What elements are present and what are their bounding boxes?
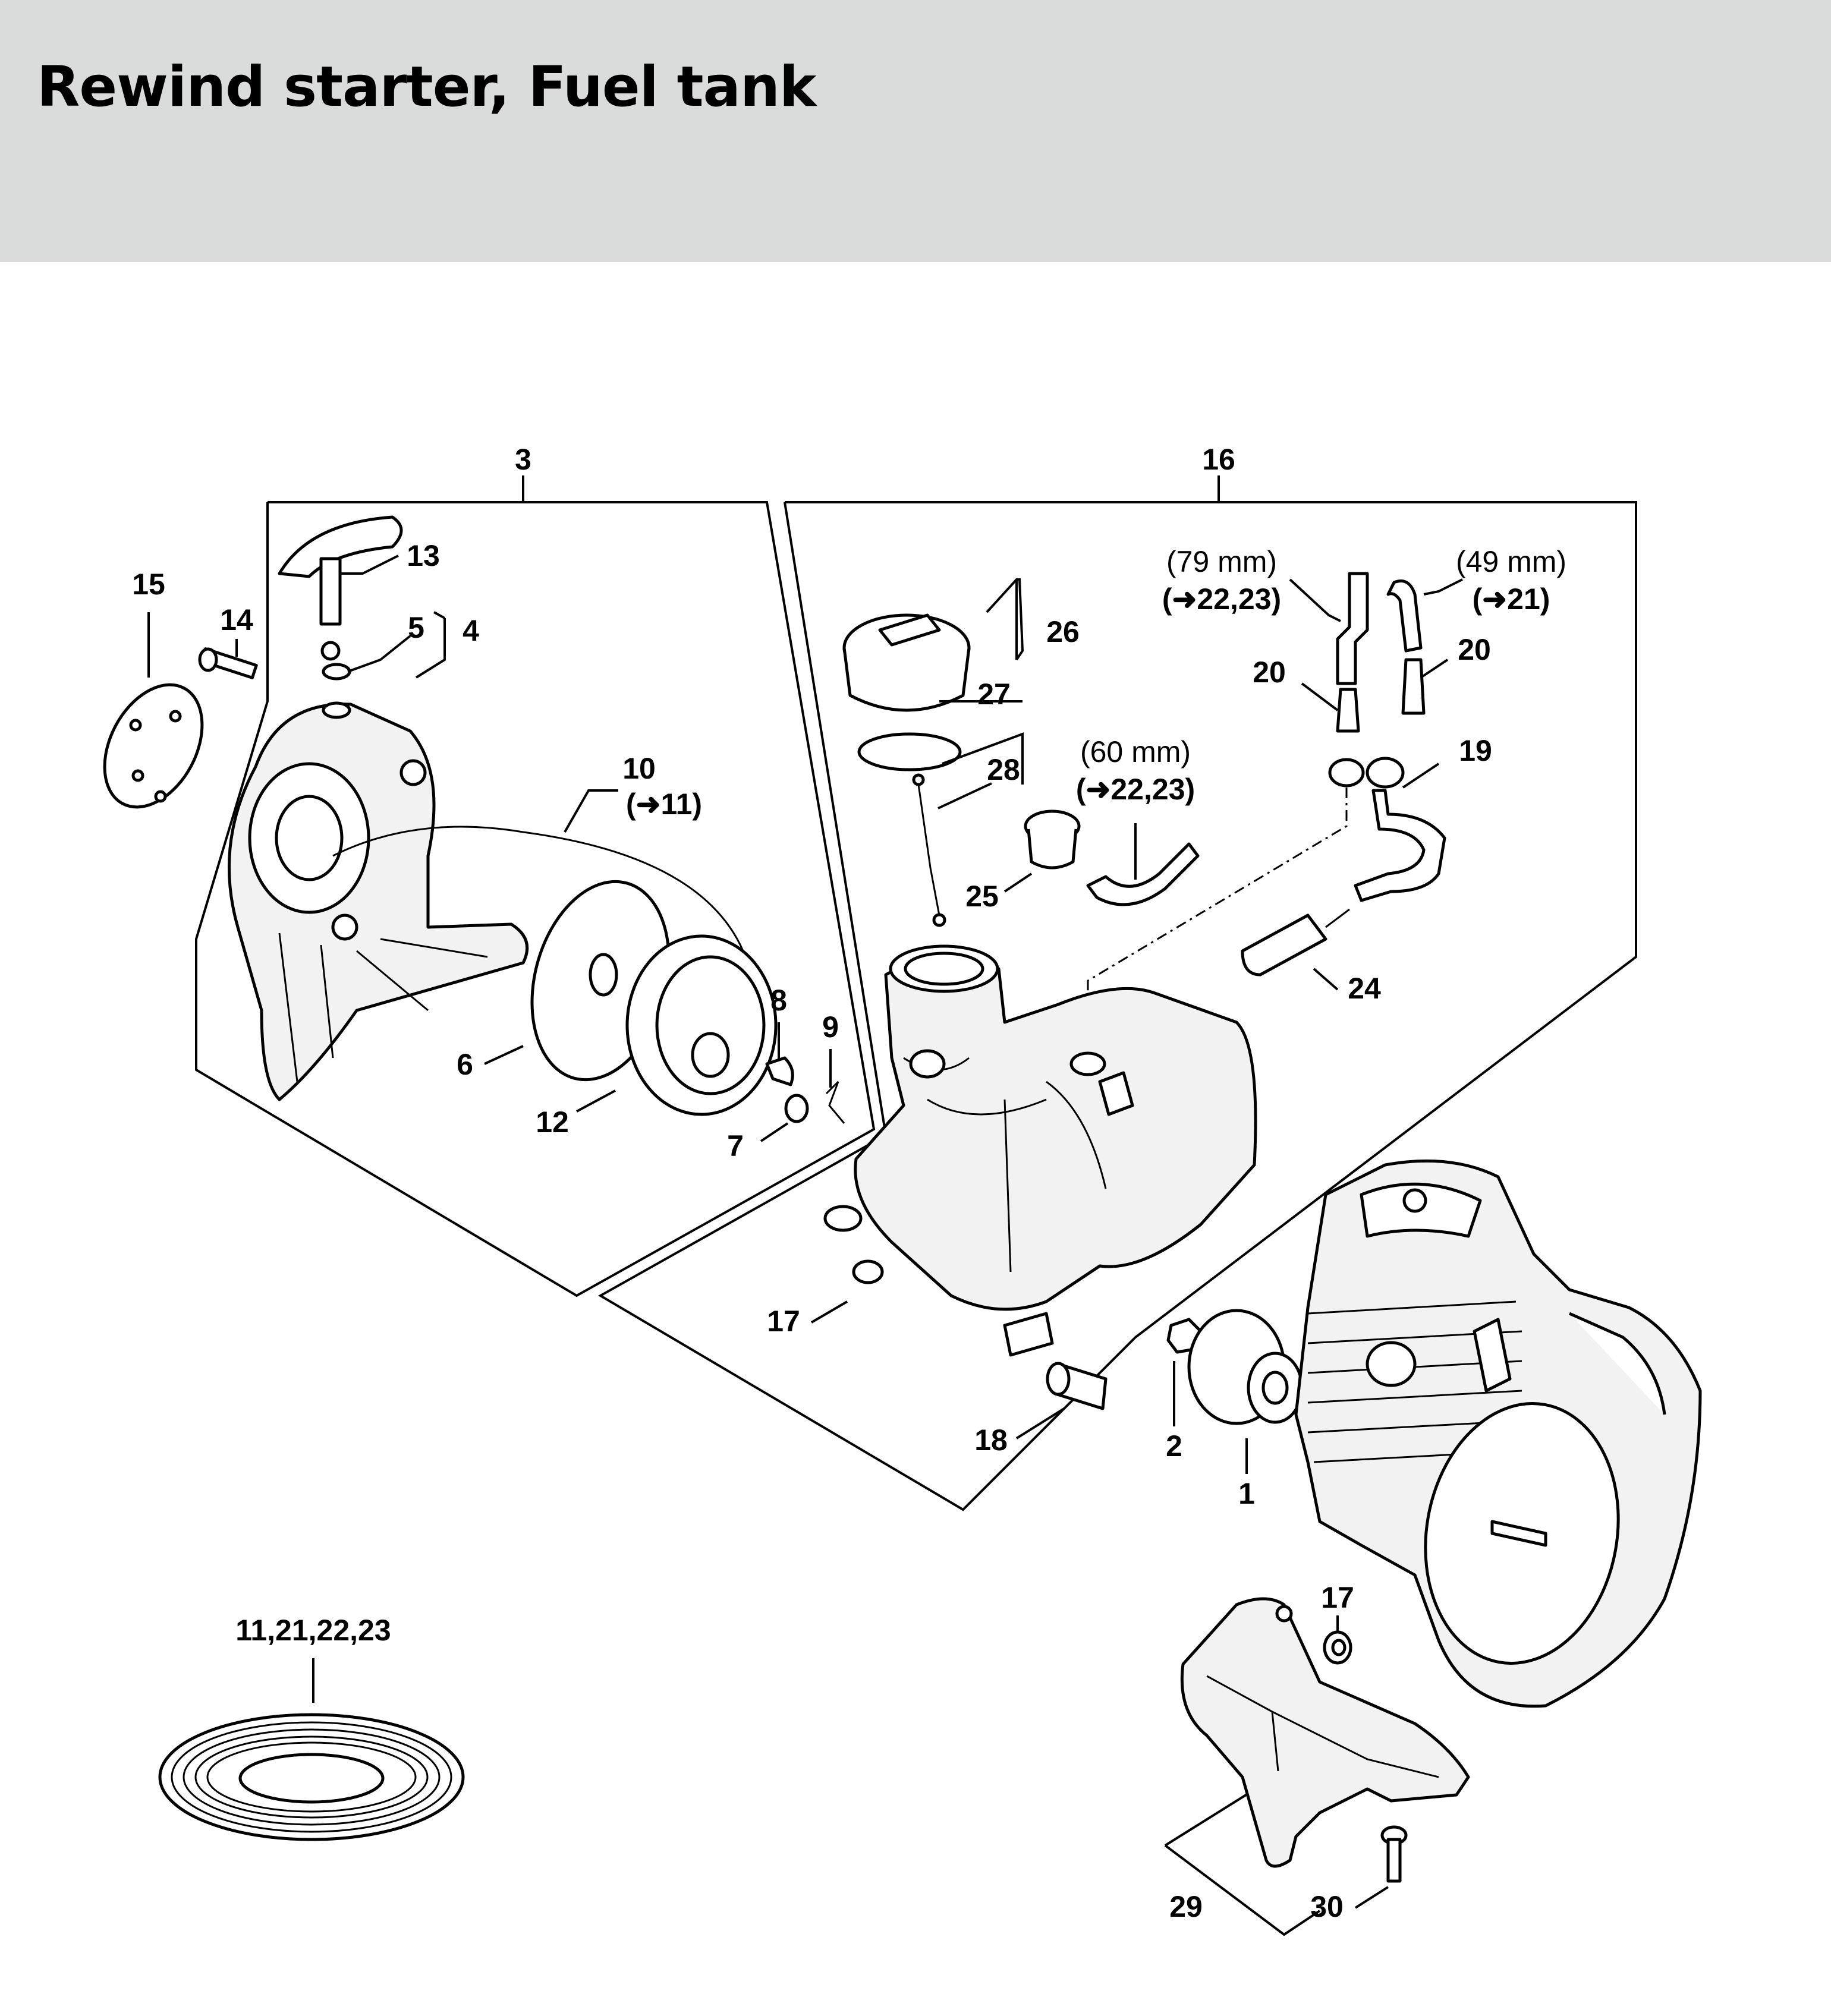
hose-60mm-length: (60 mm) <box>1080 735 1191 768</box>
callout-12: 12 <box>536 1105 569 1139</box>
hose-49mm-length: (49 mm) <box>1456 545 1566 578</box>
callout-10: 10 <box>622 752 656 785</box>
callout-30: 30 <box>1310 1890 1344 1923</box>
spiral-spring-icon <box>158 1713 465 1841</box>
fitting-right-icon <box>1366 658 1426 789</box>
callout-4: 4 <box>463 614 479 647</box>
frame-tank-group <box>597 475 1637 1511</box>
frame-shroud-bracket <box>1164 1785 1321 1936</box>
spring-clip-icon <box>825 1081 845 1124</box>
washer-small-icon <box>784 1094 809 1123</box>
frame-starter-group <box>195 475 876 1297</box>
tank-cap-icon <box>842 613 971 712</box>
callout-26: 26 <box>1046 615 1080 648</box>
callout-17-lower: 17 <box>1321 1581 1354 1614</box>
callout-9: 9 <box>822 1010 839 1044</box>
page-title: Rewind starter, Fuel tank <box>37 55 816 119</box>
callout-14: 14 <box>220 603 253 637</box>
callout-27: 27 <box>977 678 1011 711</box>
callout-18: 18 <box>974 1423 1008 1457</box>
hose-79mm-ref: (➜22,23) <box>1162 582 1281 616</box>
starter-grip-icon <box>278 515 403 661</box>
fuel-tank-icon <box>823 944 1257 1357</box>
shroud-cover-icon <box>1180 1597 1470 1868</box>
callout-group-tank: 16 <box>1202 443 1235 476</box>
callout-group-starter: 3 <box>515 443 531 476</box>
callout-8: 8 <box>770 984 787 1017</box>
screw-icon <box>198 647 258 679</box>
pawl-icon <box>765 1056 794 1086</box>
callout-6: 6 <box>457 1048 473 1081</box>
callout-20-right: 20 <box>1458 633 1491 666</box>
fuel-filter-icon <box>1241 908 1350 976</box>
grommet-icon <box>1323 1630 1352 1665</box>
engine-cylinder-icon <box>1294 1159 1702 1708</box>
leader-lines <box>147 555 1463 1909</box>
sleeve-icon <box>1046 1362 1108 1410</box>
callout-2: 2 <box>1166 1429 1182 1463</box>
o-ring-icon <box>857 732 962 771</box>
hose-49mm-icon <box>1386 579 1423 653</box>
screw-bottom-icon <box>1380 1825 1408 1883</box>
callout-13: 13 <box>407 539 440 572</box>
callout-25: 25 <box>965 880 999 913</box>
hose-79mm-length: (79 mm) <box>1166 545 1277 578</box>
assembly-guide-line <box>1087 788 1348 1046</box>
callout-15: 15 <box>132 568 165 601</box>
callout-20-left: 20 <box>1253 656 1286 689</box>
tank-vent-valve-icon <box>1024 809 1081 870</box>
rope-rotor-icon <box>625 934 778 1116</box>
header-band <box>0 0 1831 262</box>
callout-19: 19 <box>1459 734 1492 767</box>
fitting-left-icon <box>1328 688 1365 788</box>
callout-7: 7 <box>727 1129 744 1163</box>
callout-29: 29 <box>1169 1890 1203 1923</box>
washer-icon <box>322 663 351 681</box>
hose-60mm-ref: (➜22,23) <box>1076 773 1195 806</box>
callout-1: 1 <box>1238 1477 1255 1510</box>
rewind-starter-housing-icon <box>227 701 529 1101</box>
callout-spring-refs: 11,21,22,23 <box>235 1614 391 1647</box>
flywheel-cup-icon <box>1187 1309 1304 1425</box>
callout-28: 28 <box>987 753 1020 786</box>
hose-79mm-icon <box>1336 572 1369 685</box>
fuel-line-icon <box>1354 789 1446 902</box>
callout-10-ref: (➜11) <box>626 788 702 821</box>
hose-60mm-icon <box>1086 842 1200 906</box>
tether-icon <box>912 773 946 927</box>
callout-5: 5 <box>408 611 424 644</box>
cover-plate-icon <box>103 683 204 809</box>
callout-17-upper: 17 <box>767 1305 800 1338</box>
hose-49mm-ref: (➜21) <box>1473 582 1550 616</box>
callout-24: 24 <box>1348 972 1381 1005</box>
